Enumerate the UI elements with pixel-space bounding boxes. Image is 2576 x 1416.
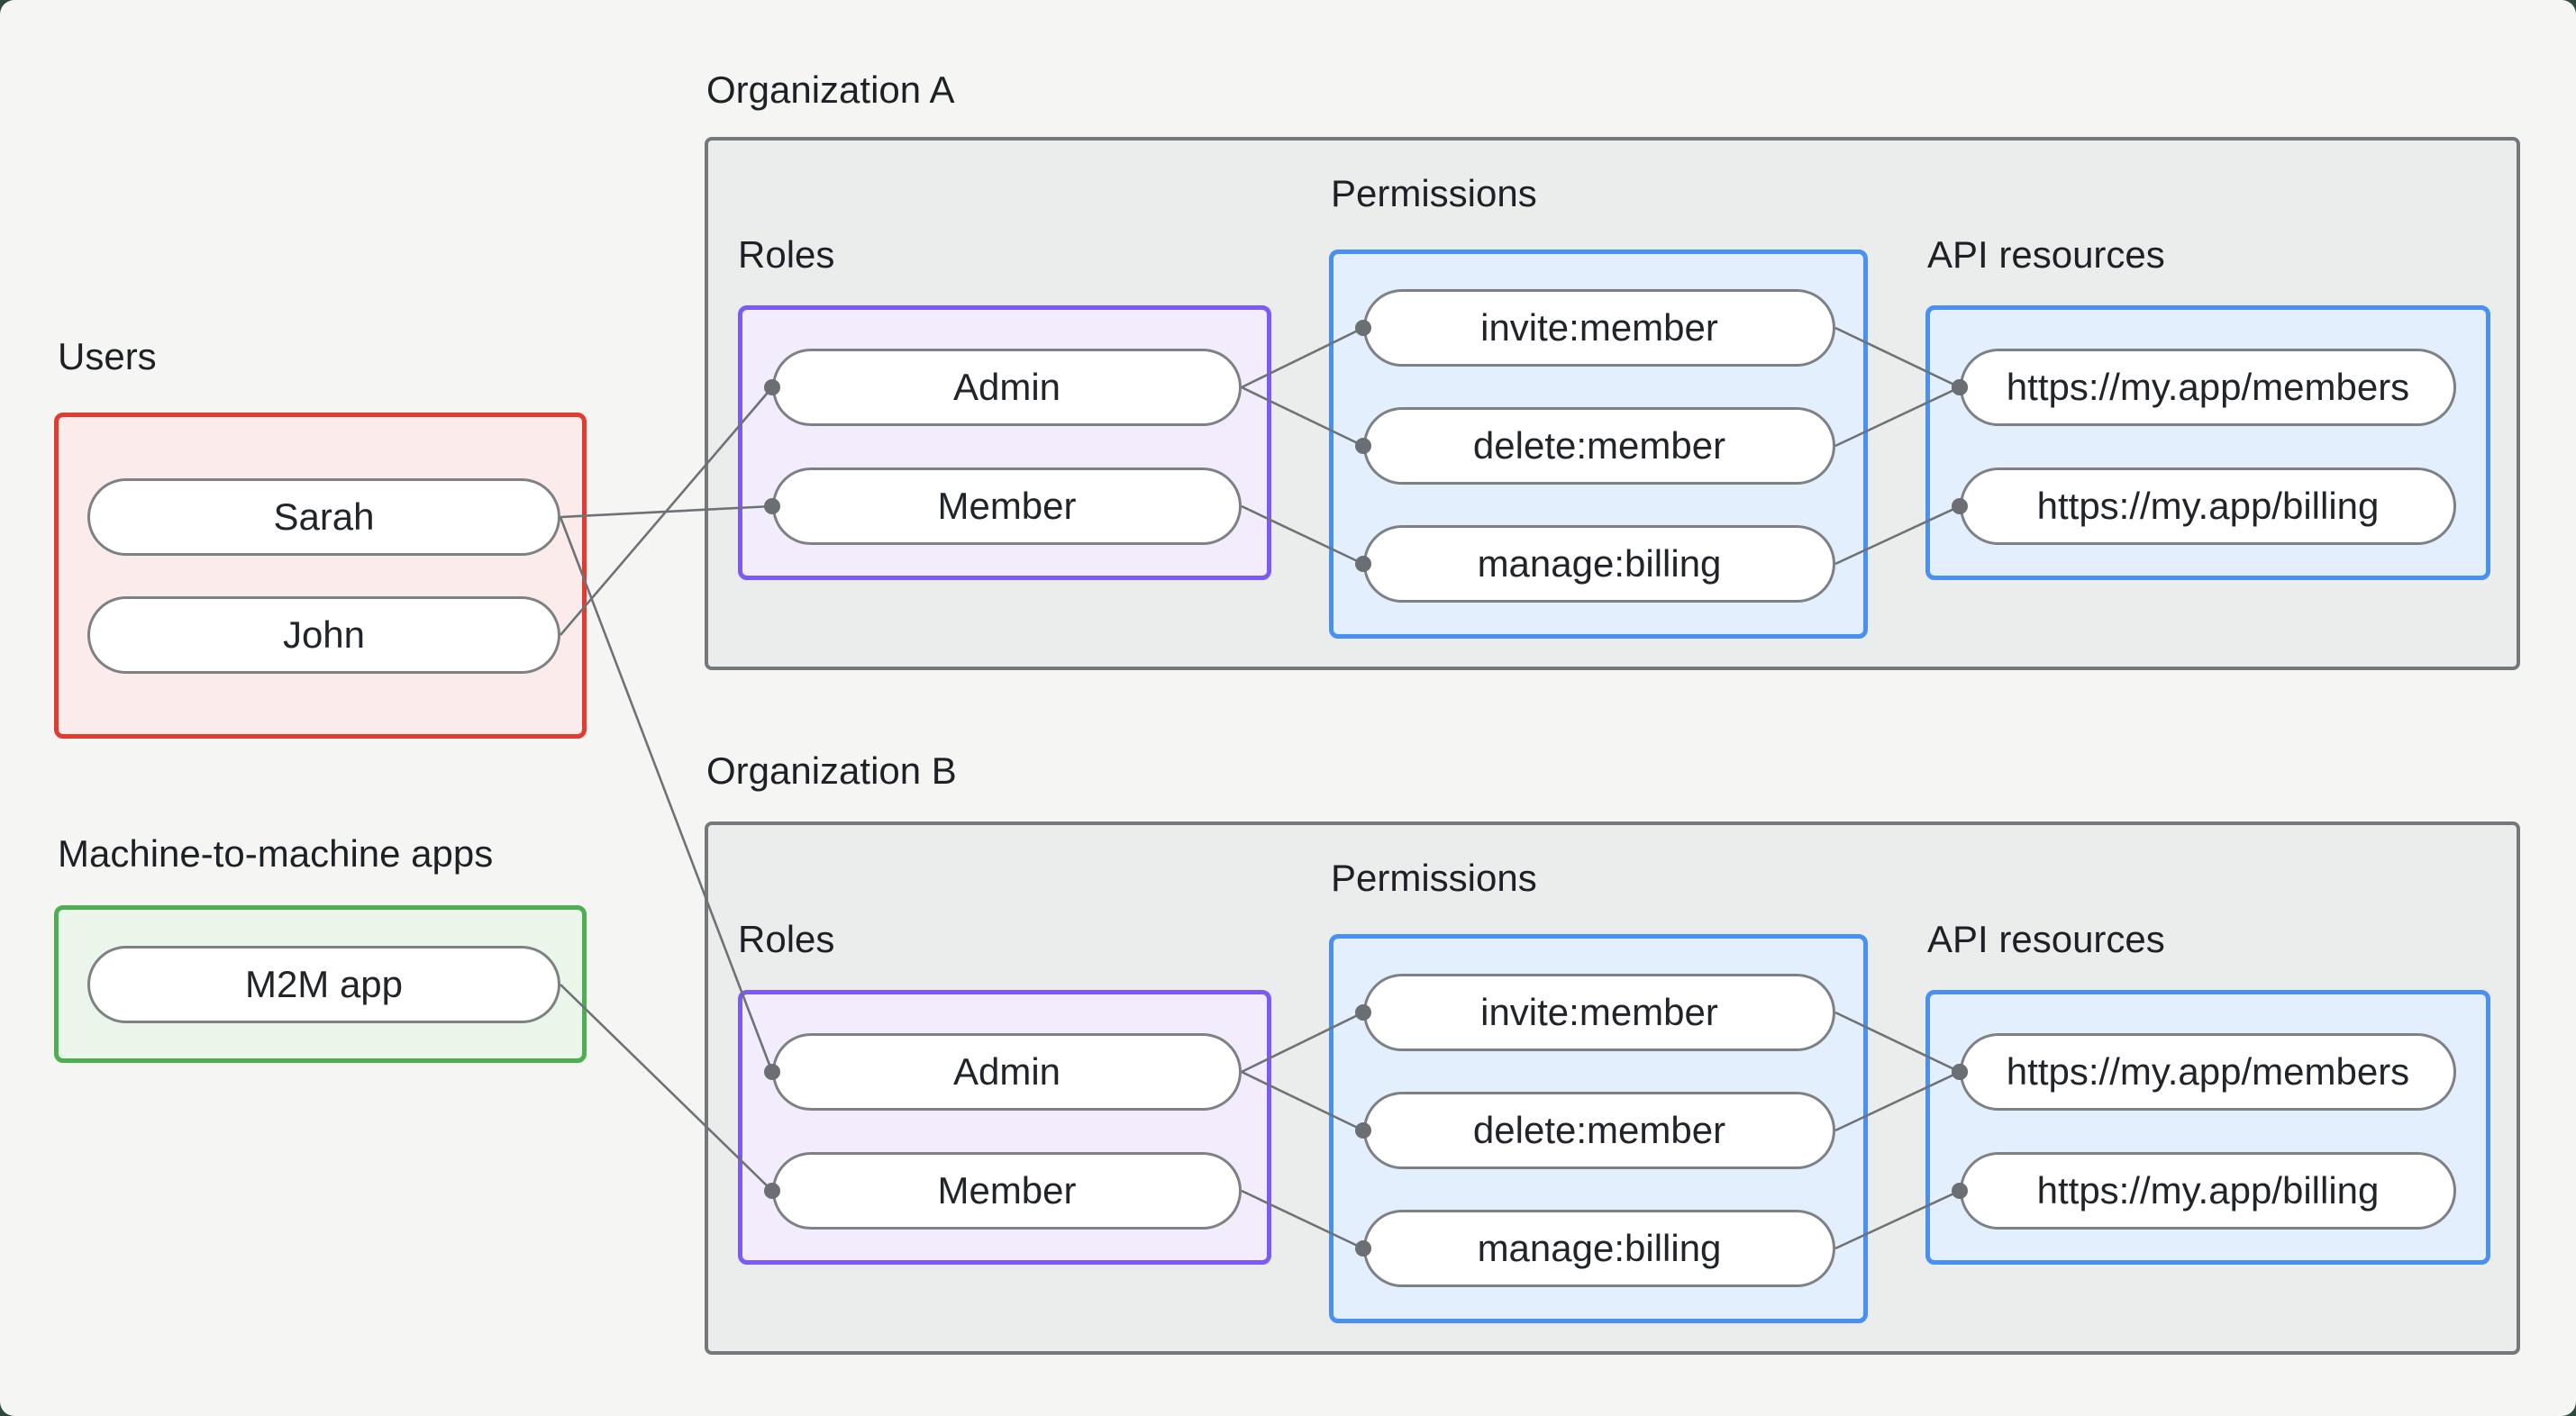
node-org-b-perm-manage-billing: manage:billing (1363, 1210, 1835, 1287)
org-a-api-resources-label: API resources (1927, 233, 2165, 276)
node-org-b-role-member: Member (772, 1152, 1242, 1230)
node-org-a-role-admin: Admin (772, 349, 1242, 426)
node-org-a-api-members: https://my.app/members (1960, 349, 2456, 426)
node-org-b-perm-invite-member: invite:member (1363, 974, 1835, 1051)
org-b-title: Organization B (706, 749, 957, 792)
node-user-sarah: Sarah (87, 478, 560, 556)
node-org-b-role-admin: Admin (772, 1033, 1242, 1111)
users-group-label: Users (58, 335, 157, 377)
node-org-a-api-billing: https://my.app/billing (1960, 467, 2456, 545)
org-b-permissions-label: Permissions (1331, 857, 1537, 899)
org-a-permissions-label: Permissions (1331, 172, 1537, 214)
node-org-b-api-billing: https://my.app/billing (1960, 1152, 2456, 1230)
org-a-roles-label: Roles (738, 233, 835, 276)
m2m-group-label: Machine-to-machine apps (58, 832, 494, 875)
org-b-api-resources-label: API resources (1927, 918, 2165, 960)
node-org-b-perm-delete-member: delete:member (1363, 1092, 1835, 1169)
users-group-box (54, 413, 587, 739)
org-b-roles-label: Roles (738, 918, 835, 960)
node-org-b-api-members: https://my.app/members (1960, 1033, 2456, 1111)
node-org-a-perm-delete-member: delete:member (1363, 407, 1835, 485)
org-a-title: Organization A (706, 68, 955, 111)
node-org-a-role-member: Member (772, 467, 1242, 545)
node-m2m-app: M2M app (87, 946, 560, 1023)
node-user-john: John (87, 596, 560, 674)
node-org-a-perm-invite-member: invite:member (1363, 289, 1835, 367)
node-org-a-perm-manage-billing: manage:billing (1363, 525, 1835, 603)
